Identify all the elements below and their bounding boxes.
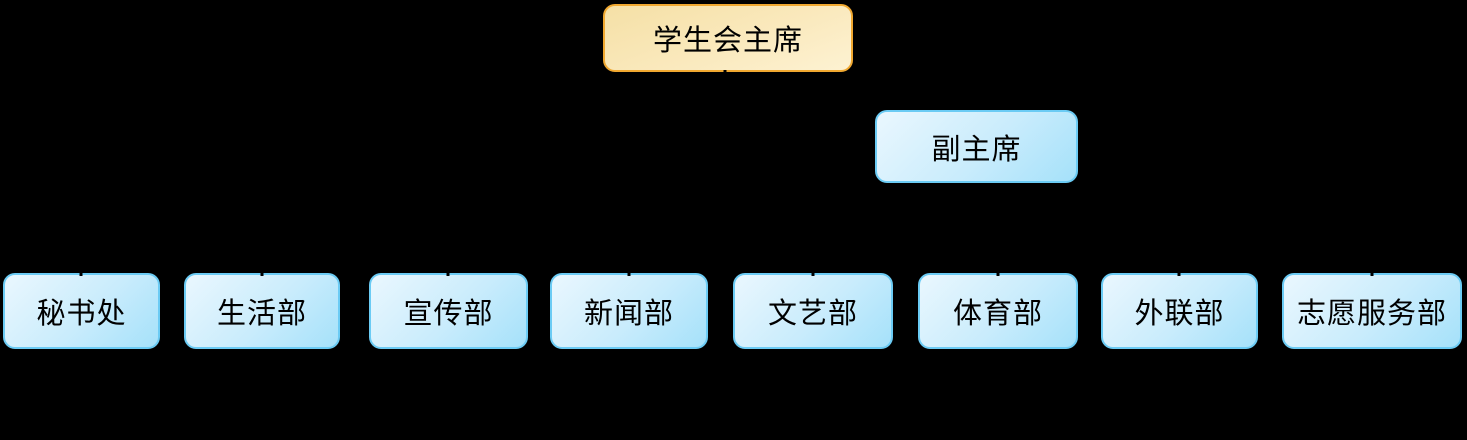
node-department-label: 志愿服务部 — [1296, 298, 1447, 330]
node-department-label: 文艺部 — [767, 298, 858, 330]
node-department-label: 体育部 — [952, 298, 1043, 330]
node-department-life: 生活部 — [184, 273, 340, 349]
node-department-sports: 体育部 — [918, 273, 1078, 349]
node-department-label: 秘书处 — [36, 298, 127, 330]
node-department-publicity: 宣传部 — [369, 273, 528, 349]
node-department-label: 外联部 — [1134, 298, 1225, 330]
node-department-label: 宣传部 — [403, 298, 494, 330]
node-department-secretariat: 秘书处 — [3, 273, 160, 349]
node-department-label: 生活部 — [216, 298, 307, 330]
node-department-external-liaison: 外联部 — [1101, 273, 1258, 349]
node-department-arts: 文艺部 — [733, 273, 893, 349]
node-department-label: 新闻部 — [583, 298, 674, 330]
node-department-volunteer-service: 志愿服务部 — [1282, 273, 1462, 349]
node-president: 学生会主席 — [603, 4, 853, 72]
node-vice-president-label: 副主席 — [931, 133, 1022, 166]
node-department-news: 新闻部 — [550, 273, 708, 349]
node-president-label: 学生会主席 — [652, 25, 803, 57]
node-vice-president: 副主席 — [875, 110, 1078, 183]
